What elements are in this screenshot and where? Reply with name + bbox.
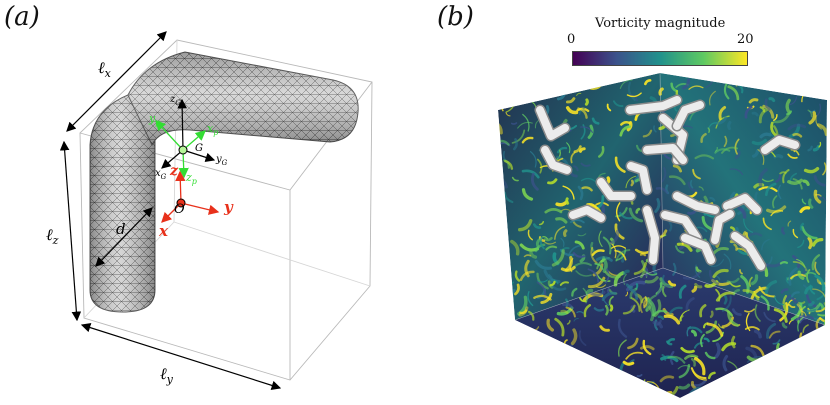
vorticity-cube	[498, 72, 827, 398]
panel-a: (a)	[4, 2, 373, 391]
l-particle-15	[761, 136, 799, 154]
centroid-marker	[178, 145, 188, 155]
diameter-arrow	[95, 207, 153, 267]
origin-marker	[176, 198, 186, 208]
yp-label: yp	[149, 112, 161, 128]
colorbar	[572, 51, 748, 66]
l-particle-11	[643, 206, 659, 264]
zg-label: zG	[170, 94, 181, 107]
xg-label: xG	[155, 168, 167, 181]
body-frame	[161, 98, 216, 169]
l-particle-17	[569, 206, 605, 222]
l-particle-2	[541, 146, 571, 174]
l-particle-1	[536, 106, 569, 140]
panel-a-diagram	[59, 31, 373, 391]
g-label: G	[195, 143, 203, 154]
panel-b: (b) Vorticity magnitude 0 20	[415, 0, 830, 405]
colorbar-min: 0	[567, 32, 576, 47]
dimension-arrows	[59, 31, 282, 391]
panel-b-label: (b)	[437, 2, 474, 32]
ly-arrow	[80, 322, 282, 391]
particles	[534, 94, 801, 272]
zp-label: zp	[186, 171, 197, 187]
lx-arrow	[66, 31, 167, 132]
l-particle-9	[673, 192, 719, 214]
ly-label: ℓy	[160, 364, 173, 387]
o-label: O	[174, 202, 185, 217]
l-particle-12	[681, 234, 715, 264]
colorbar-max: 20	[737, 32, 754, 47]
l-particle-7	[597, 178, 635, 200]
x-axis-label: x	[159, 222, 168, 240]
z-axis-label: z	[170, 163, 178, 179]
y-axis-label: y	[224, 198, 233, 216]
l-particle-5	[673, 101, 704, 130]
l-particle-10	[661, 211, 701, 242]
l-particle-3	[626, 96, 681, 114]
panel-a-label: (a)	[4, 2, 40, 32]
l-particle-6	[643, 144, 687, 164]
colorbar-title: Vorticity magnitude	[595, 16, 726, 31]
l-particle-13	[723, 194, 761, 214]
l-particle-14	[731, 232, 765, 270]
l-particle-8	[627, 162, 651, 194]
cube-bottom-face	[515, 268, 825, 398]
lz-arrow	[59, 140, 82, 322]
lz-label: ℓz	[46, 225, 59, 248]
diameter-label: d	[116, 220, 126, 238]
l-particle-16	[711, 210, 734, 244]
lx-label: ℓx	[98, 58, 111, 81]
l-shaped-particle	[89, 51, 359, 313]
yg-label: yG	[216, 154, 228, 167]
xp-label: xp	[207, 122, 219, 138]
